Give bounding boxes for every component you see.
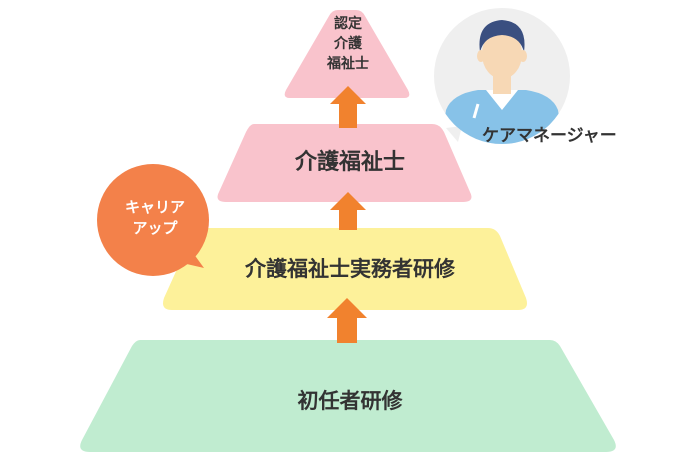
career-up-line: キャリア bbox=[124, 198, 185, 216]
tier-1-shape bbox=[80, 340, 616, 452]
tier-1-label: 初任者研修 bbox=[297, 389, 403, 413]
career-up-text: キャリア アップ bbox=[100, 197, 210, 239]
career-up-bubble bbox=[97, 164, 209, 276]
tier-4-label-line: 介護 bbox=[334, 36, 362, 52]
tier-3-shape bbox=[217, 124, 472, 202]
care-manager-label: ケアマネージャー bbox=[482, 126, 617, 146]
arrow-up-icon bbox=[330, 86, 366, 128]
tier-2-shape bbox=[163, 228, 527, 310]
tier-3-label: 介護福祉士 bbox=[294, 150, 405, 175]
tier-4-label-line: 福祉士 bbox=[327, 56, 369, 72]
tier-2-label: 介護福祉士実務者研修 bbox=[245, 257, 455, 281]
tier-4-label: 認定 介護 福祉士 bbox=[298, 14, 398, 74]
tier-4-shape bbox=[284, 10, 410, 98]
career-up-line: アップ bbox=[132, 219, 178, 237]
arrow-up-icon bbox=[327, 298, 367, 343]
arrow-up-icon bbox=[330, 192, 366, 230]
person-avatar-icon bbox=[434, 8, 570, 144]
tier-4-label-line: 認定 bbox=[334, 16, 362, 32]
